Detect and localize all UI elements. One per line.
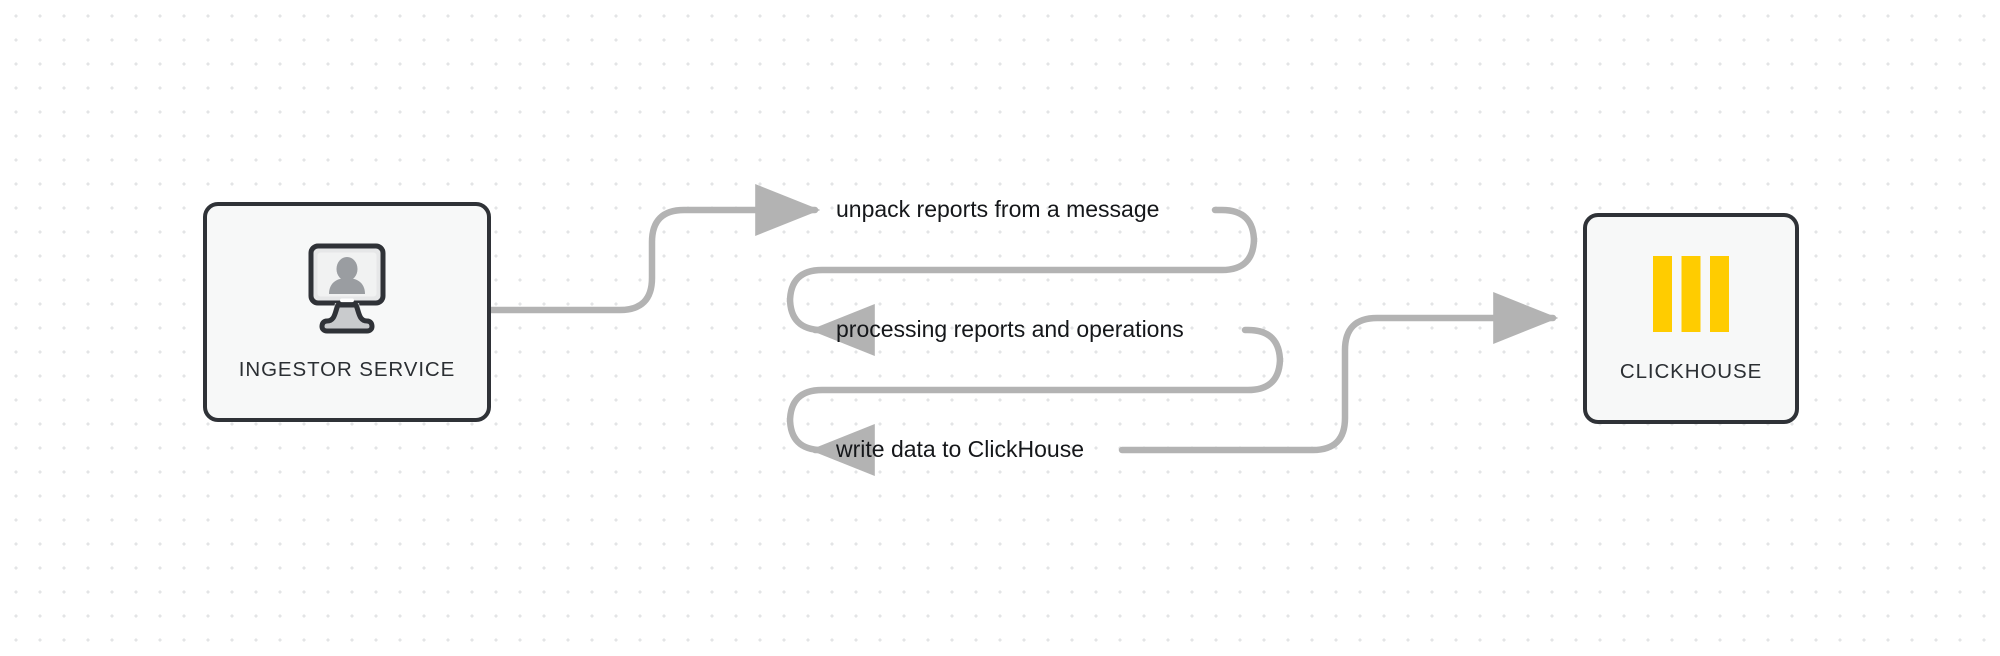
node-clickhouse-label: CLICKHOUSE: [1619, 359, 1763, 383]
connector-step3-to-clickhouse: [1118, 292, 1559, 454]
connector-ingestor-to-step1: [487, 184, 821, 314]
edge-label-unpack-reports: unpack reports from a message: [836, 196, 1160, 222]
edge-label-processing-reports: processing reports and operations: [836, 316, 1184, 342]
node-ingestor-service[interactable]: INGESTOR SERVICE: [203, 202, 491, 422]
edge-label-write-data: write data to ClickHouse: [836, 436, 1084, 462]
monitor-user-icon: [291, 242, 403, 336]
node-ingestor-service-label: INGESTOR SERVICE: [238, 358, 456, 381]
connector-step2-to-step3: [786, 326, 1284, 476]
clickhouse-logo-icon: [1643, 254, 1739, 334]
connector-step1-to-step2: [786, 206, 1258, 356]
node-clickhouse[interactable]: CLICKHOUSE: [1583, 213, 1799, 424]
